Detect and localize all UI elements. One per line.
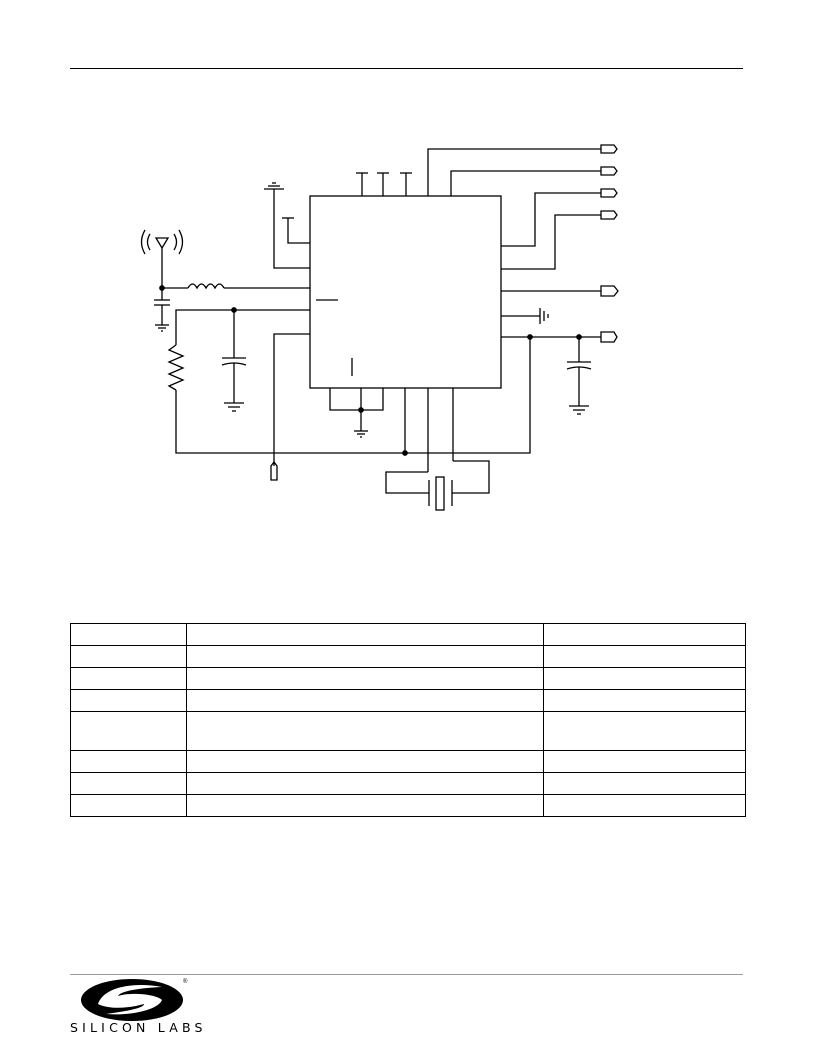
table-cell [543, 772, 746, 795]
right-signal-traces [501, 192, 601, 338]
header-rule [70, 68, 743, 69]
ground-symbol-right [539, 308, 549, 324]
decoupling-capacitor-right [566, 334, 592, 415]
table-cell [70, 750, 187, 773]
footer-rule [70, 974, 743, 975]
table-row [70, 689, 746, 712]
table-cell [186, 711, 544, 751]
silicon-labs-logo-icon [81, 979, 183, 1021]
top-supply-pins [356, 172, 412, 196]
registered-mark: ® [183, 979, 188, 985]
table-row [70, 645, 746, 668]
test-point-trace [270, 333, 310, 481]
table-cell [186, 667, 544, 690]
crystal-oscillator [385, 388, 490, 511]
table-cell [70, 689, 187, 712]
connector-flags [600, 144, 619, 343]
table-cell [543, 689, 746, 712]
table-cell [543, 623, 746, 646]
antenna-capacitor [154, 288, 170, 332]
table-row [70, 794, 746, 817]
table-row [70, 667, 746, 690]
ic-body [309, 195, 502, 389]
table-cell [543, 750, 746, 773]
table-row [70, 623, 746, 646]
left-ground-traces [264, 182, 310, 269]
bottom-ground-traces [329, 388, 384, 438]
table-row [70, 750, 746, 773]
top-signal-traces [427, 148, 601, 196]
table-cell [70, 645, 187, 668]
table-cell [186, 689, 544, 712]
table-cell [70, 772, 187, 795]
table-cell [543, 794, 746, 817]
table-cell [186, 623, 544, 646]
application-schematic [140, 144, 619, 511]
antenna-icon [140, 229, 184, 288]
logo-wordmark: SILICON LABS [70, 1020, 207, 1035]
table-cell [70, 667, 187, 690]
table-cell [70, 794, 187, 817]
rf-inductor [159, 283, 310, 291]
table-cell [186, 794, 544, 817]
table-row [70, 711, 746, 751]
table-cell [543, 645, 746, 668]
table-cell [186, 750, 544, 773]
bill-of-materials-table [70, 623, 746, 817]
table-cell [70, 711, 187, 751]
bias-network [167, 307, 533, 454]
table-cell [543, 711, 746, 751]
table-cell [186, 645, 544, 668]
table-cell [186, 772, 544, 795]
table-cell [543, 667, 746, 690]
table-row [70, 772, 746, 795]
table-cell [70, 623, 187, 646]
